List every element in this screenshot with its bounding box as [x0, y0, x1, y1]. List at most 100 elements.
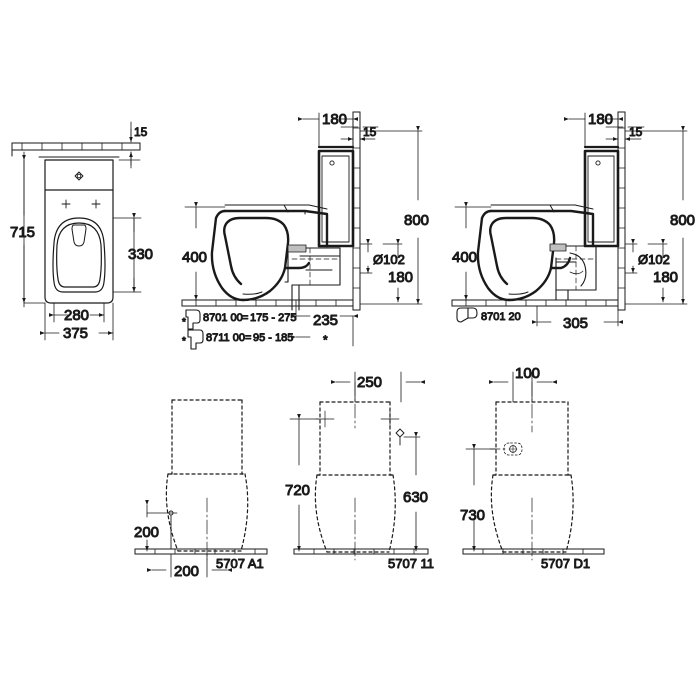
- view-front-d1: 100 730 5707 D1: [460, 365, 605, 572]
- dim-11-cistern-width: [330, 371, 426, 403]
- front-a1-code: 5707 A1: [216, 556, 264, 571]
- note-s-trap-range: 95 - 185: [253, 332, 293, 344]
- dim-sl-total-height-label: 800: [404, 212, 429, 229]
- dim-11-cistern-width-label: 250: [357, 374, 382, 391]
- side-left-cistern: [317, 145, 355, 248]
- dim-a1-inlet-height-label: 200: [134, 524, 159, 541]
- dim-sl-outlet-dia-label: Ø102: [373, 252, 405, 267]
- front-d1-code: 5707 D1: [541, 556, 590, 571]
- front-11-code: 5707 11: [388, 556, 434, 571]
- dim-d1-inlet-offset: [488, 371, 558, 403]
- front-d1-outline: [490, 401, 574, 553]
- note-p-trap-eq: =: [242, 312, 248, 324]
- dim-sr-outlet-offset-label: 305: [563, 315, 588, 332]
- dim-sr-wall-gap-label: 15: [629, 125, 643, 139]
- s-trap-icon: [187, 329, 204, 350]
- note-s-trap-eq: =: [245, 332, 251, 344]
- dim-sr-outlet-dia: [624, 238, 638, 274]
- side-left-floor: [181, 299, 354, 307]
- note-p-trap-star: *: [182, 317, 186, 328]
- dim-sl-bowl-height-label: 400: [182, 249, 207, 266]
- dim-plan-overall-width-label: 375: [63, 325, 88, 342]
- side-right-bowl: [476, 209, 595, 302]
- side-right-outlet: [549, 243, 597, 301]
- front-11-inlet-marker: [395, 428, 405, 446]
- dim-sl-outlet-dia: [359, 238, 373, 274]
- side-right-floor: [451, 299, 619, 307]
- front-a1-floor: [134, 548, 268, 555]
- front-11-fixing-marks: [315, 410, 400, 428]
- dim-a1-inlet-offset-label: 200: [174, 563, 199, 580]
- view-plan: 15 715 330 280: [10, 121, 154, 343]
- front-11-outline: [314, 401, 396, 553]
- dim-sr-bowl-height-label: 400: [452, 249, 477, 266]
- side-left-bowl-inner: [224, 204, 328, 295]
- note-p-trap-code: 8701 00: [203, 312, 243, 324]
- dim-sr-wall-gap: [605, 126, 645, 141]
- dim-11-total-height-label: 720: [285, 482, 310, 499]
- front-d1-floor: [462, 548, 605, 555]
- dim-plan-wall-gap: [118, 121, 141, 169]
- view-side-left: 180 15 800 400: [181, 111, 430, 350]
- dim-sl-wall-gap: [340, 126, 379, 141]
- dim-d1-inlet-offset-label: 100: [515, 365, 540, 382]
- dim-sr-total-height-label: 800: [670, 212, 695, 229]
- note-bend-connector: 8701 20: [456, 307, 521, 324]
- front-a1-outline: [165, 399, 249, 552]
- dim-plan-opening-length: [112, 212, 142, 293]
- dim-sr-outlet-height: [647, 238, 668, 303]
- dim-sl-outlet-offset-label: 235: [313, 312, 338, 329]
- dim-plan-opening-width-label: 280: [64, 307, 89, 324]
- plan-seat-ring: [52, 217, 106, 293]
- dim-sr-total-height: [624, 125, 688, 305]
- note-p-trap: * 8701 00 = 175 - 275: [182, 309, 297, 330]
- dim-plan-total-length: [22, 151, 46, 308]
- view-front-a1: 200 200 5707 A1: [134, 399, 268, 581]
- dim-sr-outlet-dia-label: Ø102: [638, 252, 670, 267]
- dim-sr-outlet-offset: [531, 305, 624, 327]
- side-right-cistern: [583, 145, 620, 248]
- plan-push-button-icon: [74, 171, 84, 181]
- bend-connector-icon: [456, 307, 478, 323]
- dim-11-total-height: [289, 413, 319, 552]
- dim-11-inlet-height: [403, 431, 421, 552]
- side-left-bowl: [210, 209, 329, 302]
- side-right-bowl-inner: [490, 204, 594, 295]
- plan-lid-outline: [44, 159, 114, 304]
- dim-sl-cistern-depth-label: 180: [322, 111, 347, 128]
- dim-11-inlet-height-label: 630: [403, 489, 428, 506]
- dim-sl-star-note: *: [323, 333, 328, 347]
- note-s-trap: * 8711 00 = 95 - 185: [182, 329, 311, 350]
- note-p-trap-range: 175 - 275: [250, 312, 296, 324]
- note-s-trap-star: *: [182, 336, 186, 347]
- plan-fixing-marks: [61, 199, 101, 209]
- view-front-11: 250 720 630 5707 11: [285, 371, 435, 572]
- dim-sr-bowl-height: [454, 201, 492, 301]
- dim-plan-opening-length-label: 330: [128, 246, 153, 263]
- note-bend-connector-code: 8701 20: [481, 311, 521, 323]
- dim-sl-outlet-height-label: 180: [388, 269, 413, 286]
- view-side-right: 180 15 800 400: [451, 111, 696, 333]
- dim-plan-opening-width: [48, 302, 105, 323]
- dim-sr-cistern-depth-label: 180: [588, 111, 613, 128]
- dim-sl-outlet-offset: [290, 305, 359, 321]
- dim-sr-cistern-depth: [563, 112, 624, 148]
- note-s-trap-code: 8711 00: [206, 332, 245, 344]
- front-a1-inlet-marker: [146, 510, 178, 550]
- dim-sl-total-height: [359, 125, 423, 305]
- dim-plan-overall-width: [39, 302, 114, 341]
- side-left-outlet: [284, 244, 341, 311]
- dim-d1-inlet-height: [465, 443, 496, 552]
- dim-sl-outlet-height: [382, 238, 403, 303]
- plan-wall: [11, 142, 141, 158]
- dim-sl-bowl-height: [184, 201, 226, 301]
- plan-flush-tongue: [71, 224, 87, 247]
- dim-a1-inlet-offset: [146, 553, 233, 578]
- dim-plan-total-length-label: 715: [10, 224, 35, 241]
- p-trap-icon: [185, 309, 201, 330]
- dim-sl-wall-gap-label: 15: [363, 125, 377, 139]
- dim-plan-wall-gap-label: 15: [134, 125, 148, 139]
- dim-d1-inlet-height-label: 730: [460, 507, 485, 524]
